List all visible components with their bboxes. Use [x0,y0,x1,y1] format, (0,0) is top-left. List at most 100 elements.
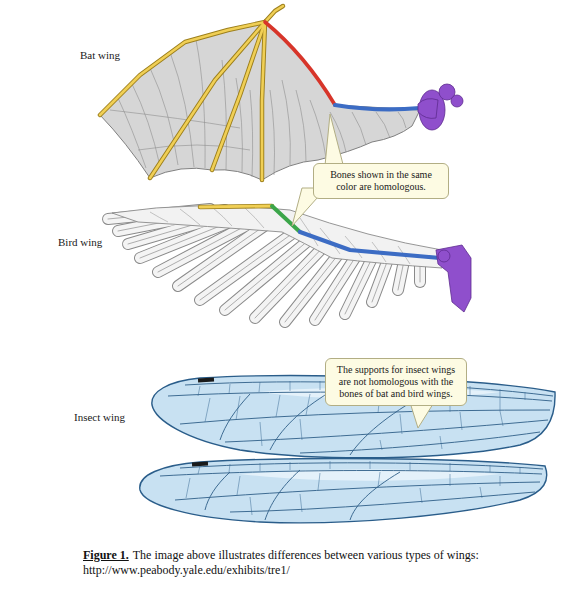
bird-bones [300,232,440,258]
bat-forearm-bone [265,22,335,105]
bat-membrane-texture [170,52,194,167]
insect-hind-cross-veins [480,487,482,498]
insect-fore-cross-veins [500,411,503,426]
bird-covert-texture [244,207,264,228]
wing-label: Bird wing [58,236,102,249]
insect-fore-cross-veins [306,394,310,415]
callout-box: The supports for insect wings are not ho… [325,358,467,406]
bat-membrane-texture [310,100,326,158]
bat-membrane-texture [398,112,406,128]
insect-hind-veins [160,471,542,477]
bird-shoulder [438,250,450,262]
bat-finger-bones [100,22,265,115]
bat-membrane-texture [352,112,366,145]
bat-finger-bones [262,22,265,180]
bat-membrane-texture [132,84,160,166]
insect-fore-cross-veins [290,381,291,391]
bat-finger-bones [265,6,283,22]
bat-finger-bones [150,22,265,178]
bat-membrane-texture [222,60,227,170]
insect-hind-cross-veins [450,463,451,471]
bird-bones [200,206,440,258]
figure-caption-block: Figure 1.The image above illustrates dif… [83,548,563,578]
wing-label: Bat wing [80,49,120,62]
insect-hind-veins [180,463,543,469]
insect-hind-cross-veins [420,488,422,503]
bat-upper-arm-bone [335,105,420,109]
figure-number: Figure 1. [83,548,129,562]
insect-hind-cross-veins [260,463,261,471]
insect-hind-cross-veins [198,466,200,474]
bat-wing [100,6,463,180]
insect-hind-cross-veins [186,461,520,515]
bat-membrane-texture [296,90,306,162]
bat-finger-bones [265,6,283,22]
insect-hind-cross-veins [378,472,380,487]
insect-fore-veins [180,410,550,424]
insect-hind-cross-veins [520,467,521,474]
insect-fore-veins [220,394,250,440]
bat-membrane-texture [282,80,290,165]
insect-hind-cross-veins [370,461,371,469]
bird-bones [200,206,272,207]
bird-bones [200,206,272,207]
insect-hind-veins [160,463,543,520]
callout-box: Bones shown in the same color are homolo… [313,163,449,199]
bird-covert-texture [150,212,168,222]
insect-hind-cross-veins [500,476,501,486]
insect-fore-cross-veins [260,422,262,446]
wing-label: Insect wing [74,411,125,424]
callout-text: The supports for insect wings are not ho… [333,364,459,400]
callout-text: Bones shown in the same color are homolo… [321,169,441,193]
insect-hind-cross-veins [186,478,190,498]
insect-hind-cross-veins [229,464,230,472]
insect-fore-cross-veins [500,389,501,397]
insect-hind-cross-veins [318,473,320,490]
bat-membrane-texture [118,98,146,168]
bird-covert-texture [150,207,410,264]
bat-finger-bones [100,22,265,115]
bat-shoulder [418,99,438,119]
insect-fore-cross-veins [470,386,471,395]
bird-covert-texture [180,209,200,225]
insect-fore-cross-veins [300,419,302,440]
bat-membrane-texture [250,90,253,177]
insect-hind-wing [140,459,547,523]
bat-finger-bones [262,22,265,180]
bird-covert-feathers [112,206,442,268]
insect-fore-cross-veins [320,381,321,390]
bat-membrane-texture [110,110,240,128]
insect-fore-cross-veins [259,382,260,392]
bird-secondary-feathers [255,240,330,318]
insect-hind-cross-veins [490,465,491,472]
insect-fore-cross-veins [229,384,230,394]
insect-hind-veins [265,470,300,520]
bat-finger-bones [150,22,265,178]
bat-finger-bones [212,22,265,170]
insect-fore-cross-veins [276,395,280,417]
insect-hind-cross-veins [290,462,291,470]
bat-finger-bones [212,22,265,170]
insect-hind-cross-veins [300,494,302,512]
insect-fore-veins [225,420,548,442]
insect-hind-pterostigma [192,462,208,467]
bat-finger-bones [100,6,283,180]
insect-hind-cross-veins [450,474,451,486]
insect-hind-cross-veins [410,462,411,470]
bird-wing [108,206,471,322]
insect-hind-cross-veins [250,497,252,515]
insect-fore-cross-veins [400,414,402,434]
insect-fore-cross-veins [198,386,200,396]
insect-fore-veins [300,432,540,453]
insect-fore-cross-veins [460,412,462,430]
figure-caption: The image above illustrates differences … [83,548,479,577]
insect-fore-pterostigma [198,378,214,383]
insect-fore-cross-veins [500,398,501,411]
insect-fore-cross-veins [380,440,382,450]
insect-hind-veins [350,472,400,520]
insect-fore-veins [270,392,330,450]
bird-shoulder [436,245,471,312]
insect-hind-veins [175,482,540,500]
